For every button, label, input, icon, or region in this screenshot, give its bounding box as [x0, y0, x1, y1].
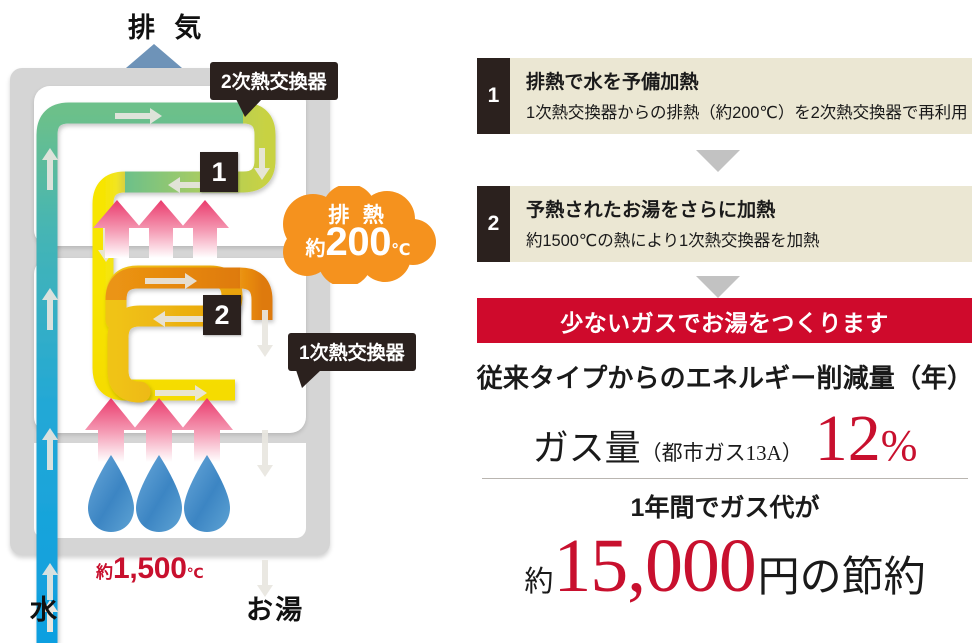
diagram-badge-2: 2: [203, 295, 241, 335]
result-banner-text: 少ないガスでお湯をつくります: [560, 309, 889, 336]
step-2-title: 予熱されたお湯をさらに加熱: [526, 200, 776, 221]
percent-symbol: %: [880, 421, 918, 470]
step-item-1: 1 排熱で水を予備加熱 1次熱交換器からの排熱（約200℃）を2次熱交換器で再利…: [477, 58, 972, 134]
annual-cost-line: 1年間でガス代が: [630, 494, 820, 522]
gas-amount-label: ガス量: [532, 428, 641, 468]
water-inlet-label: 水: [30, 595, 60, 625]
flame-temperature-label: 約 1,500 ℃: [96, 552, 204, 586]
flame-temp-unit: ℃: [186, 565, 204, 581]
step-item-2: 2 予熱されたお湯をさらに加熱 約1500℃の熱により1次熱交換器を加熱: [477, 186, 972, 262]
annual-savings-row: 約 15,000 円の節約: [470, 524, 980, 608]
callout-tail: [236, 99, 262, 117]
gas-reduction-percent: 12: [814, 402, 881, 475]
exhaust-label: 排 気: [128, 13, 208, 43]
step-2-number: 2: [477, 186, 510, 262]
callout-primary-exchanger: 1次熱交換器: [288, 333, 416, 388]
down-arrow-icon-1: [696, 150, 740, 172]
step-1-title: 排熱で水を予備加熱: [526, 72, 699, 93]
section-divider: [482, 478, 968, 479]
flame-temp-prefix: 約: [96, 563, 113, 582]
savings-prefix: 約: [524, 566, 554, 598]
callout-tail: [296, 370, 321, 388]
step-1-number: 1: [477, 58, 510, 134]
step-1-body: 排熱で水を予備加熱 1次熱交換器からの排熱（約200℃）を2次熱交換器で再利用: [510, 58, 972, 134]
exhaust-heat-cloud: [283, 186, 436, 284]
heat-exchanger-diagram: 排 気: [0, 0, 470, 643]
explanation-panel: 1 排熱で水を予備加熱 1次熱交換器からの排熱（約200℃）を2次熱交換器で再利…: [470, 0, 980, 643]
step-2-description: 約1500℃の熱により1次熱交換器を加熱: [526, 232, 820, 250]
savings-amount: 15,000: [553, 524, 756, 608]
down-arrow-icon-2: [696, 276, 740, 298]
hot-water-outlet-label: お湯: [246, 595, 305, 625]
step-2-body: 予熱されたお湯をさらに加熱 約1500℃の熱により1次熱交換器を加熱: [510, 186, 972, 262]
flame-temp-value: 1,500: [113, 552, 187, 585]
gas-reduction-row: ガス量 （都市ガス13A） 12 %: [470, 402, 980, 475]
reduction-title: 従来タイプからのエネルギー削減量（年）: [476, 363, 974, 393]
callout-secondary-exchanger: 2次熱交換器: [210, 62, 338, 117]
callout-secondary-label: 2次熱交換器: [221, 72, 327, 93]
diagram-badge-1: 1: [200, 152, 238, 192]
step-1-description: 1次熱交換器からの排熱（約200℃）を2次熱交換器で再利用: [526, 104, 968, 122]
result-banner: 少ないガスでお湯をつくります: [477, 298, 972, 343]
gas-type-note: （都市ガス13A）: [640, 441, 803, 465]
callout-primary-label: 1次熱交換器: [299, 343, 405, 364]
savings-suffix: 円の節約: [757, 555, 926, 601]
